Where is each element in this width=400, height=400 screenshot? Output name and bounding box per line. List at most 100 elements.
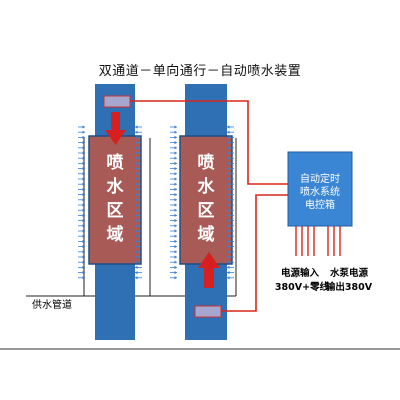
spray-arrow-icon xyxy=(227,229,234,233)
spray-arrow-icon xyxy=(135,187,142,191)
spray-arrow-icon xyxy=(170,125,177,129)
spray-arrow-icon xyxy=(78,276,85,280)
spray-arrow-icon xyxy=(227,213,234,217)
spray-arrow-icon xyxy=(227,130,234,134)
spray-arrow-icon xyxy=(78,265,85,269)
channel-right: 喷水区域 xyxy=(179,84,233,340)
spray-arrow-icon xyxy=(170,156,177,160)
zone-label-left: 喷水区域 xyxy=(107,153,125,245)
spray-arrow-icon xyxy=(227,167,234,171)
zone-label-right: 喷水区域 xyxy=(198,153,216,245)
spray-arrow-icon xyxy=(78,172,85,176)
spray-arrow-icon xyxy=(78,146,85,150)
spray-arrow-icon xyxy=(170,141,177,145)
spray-arrow-icon xyxy=(227,271,234,275)
spray-arrow-icon xyxy=(78,250,85,254)
spray-arrow-icon xyxy=(227,193,234,197)
spray-arrow-icon xyxy=(78,239,85,243)
spray-arrow-icon xyxy=(170,130,177,134)
spray-arrow-icon xyxy=(78,135,85,139)
spray-arrow-icon xyxy=(135,125,142,129)
spray-arrow-icon xyxy=(135,161,142,165)
spray-arrow-icon xyxy=(170,187,177,191)
entry-down-arrow xyxy=(105,112,126,145)
spray-arrow-icon xyxy=(227,203,234,207)
spray-arrow-icon xyxy=(227,255,234,259)
spray-arrow-icon xyxy=(227,161,234,165)
spray-arrow-icon xyxy=(135,182,142,186)
spray-arrow-icon xyxy=(135,193,142,197)
spray-arrow-icon xyxy=(78,245,85,249)
spray-arrow-icon xyxy=(78,125,85,129)
power-wires xyxy=(295,226,341,256)
spray-arrow-icon xyxy=(227,260,234,264)
spray-arrow-icon xyxy=(78,203,85,207)
sensor-bottom-right xyxy=(194,305,222,318)
spray-arrow-icon xyxy=(227,141,234,145)
spray-arrow-icon xyxy=(170,271,177,275)
sensor-top-left xyxy=(103,95,131,108)
spray-arrow-icon xyxy=(170,229,177,233)
spray-arrow-icon xyxy=(227,125,234,129)
controller-line-1: 自动定时 xyxy=(300,172,340,185)
spray-arrow-icon xyxy=(78,219,85,223)
spray-arrow-icon xyxy=(135,239,142,243)
spray-arrow-icon xyxy=(170,213,177,217)
spray-arrow-icon xyxy=(78,156,85,160)
spray-arrow-icon xyxy=(170,193,177,197)
spray-arrow-icon xyxy=(170,172,177,176)
spray-arrow-icon xyxy=(170,234,177,238)
spray-arrow-icon xyxy=(78,213,85,217)
spray-arrow-icon xyxy=(227,177,234,181)
spray-arrow-icon xyxy=(227,187,234,191)
spray-arrow-icon xyxy=(227,239,234,243)
spray-arrow-icon xyxy=(135,203,142,207)
spray-arrow-icon xyxy=(170,135,177,139)
spray-arrow-icon xyxy=(227,234,234,238)
power-input-line-2: 380V+零线 xyxy=(275,281,330,293)
spray-arrow-icon xyxy=(170,161,177,165)
spray-arrow-icon xyxy=(78,182,85,186)
spray-arrow-icon xyxy=(227,146,234,150)
spray-arrow-icon xyxy=(78,271,85,275)
spray-arrow-icon xyxy=(227,151,234,155)
pump-output-line-2: 输出380V xyxy=(326,281,373,293)
spray-arrow-icon xyxy=(170,250,177,254)
spray-arrow-icon xyxy=(170,255,177,259)
spray-arrow-icon xyxy=(170,239,177,243)
spray-arrow-icon xyxy=(135,250,142,254)
spray-arrow-icon xyxy=(78,151,85,155)
spray-arrow-icon xyxy=(135,167,142,171)
spray-arrow-icon xyxy=(135,208,142,212)
pump-output-line-1: 水泵电源 xyxy=(330,267,369,279)
controller-line-3: 电控箱 xyxy=(305,198,335,211)
spray-arrow-icon xyxy=(78,260,85,264)
spray-arrow-icon xyxy=(135,271,142,275)
spray-arrow-icon xyxy=(135,234,142,238)
spray-arrow-icon xyxy=(78,141,85,145)
spray-arrow-icon xyxy=(135,276,142,280)
power-input-line-1: 电源输入 xyxy=(281,267,320,279)
spray-arrow-icon xyxy=(135,130,142,134)
spray-arrow-icon xyxy=(135,156,142,160)
spray-arrow-icon xyxy=(135,260,142,264)
spray-arrow-icon xyxy=(227,156,234,160)
spray-arrow-icon xyxy=(227,224,234,228)
spray-arrow-icon xyxy=(227,265,234,269)
spray-arrow-icon xyxy=(170,146,177,150)
spray-arrow-icon xyxy=(227,276,234,280)
spray-arrow-icon xyxy=(170,265,177,269)
spray-arrow-icon xyxy=(135,135,142,139)
spray-arrow-icon xyxy=(170,260,177,264)
spray-arrow-icon xyxy=(135,255,142,259)
spray-arrow-icon xyxy=(78,187,85,191)
spray-arrow-icon xyxy=(78,177,85,181)
spray-arrows-group xyxy=(78,125,234,280)
spray-arrow-icon xyxy=(78,161,85,165)
spray-arrow-icon xyxy=(227,182,234,186)
spray-arrow-icon xyxy=(78,255,85,259)
spray-arrow-icon xyxy=(78,208,85,212)
spray-arrow-icon xyxy=(170,276,177,280)
spray-arrow-icon xyxy=(78,130,85,134)
